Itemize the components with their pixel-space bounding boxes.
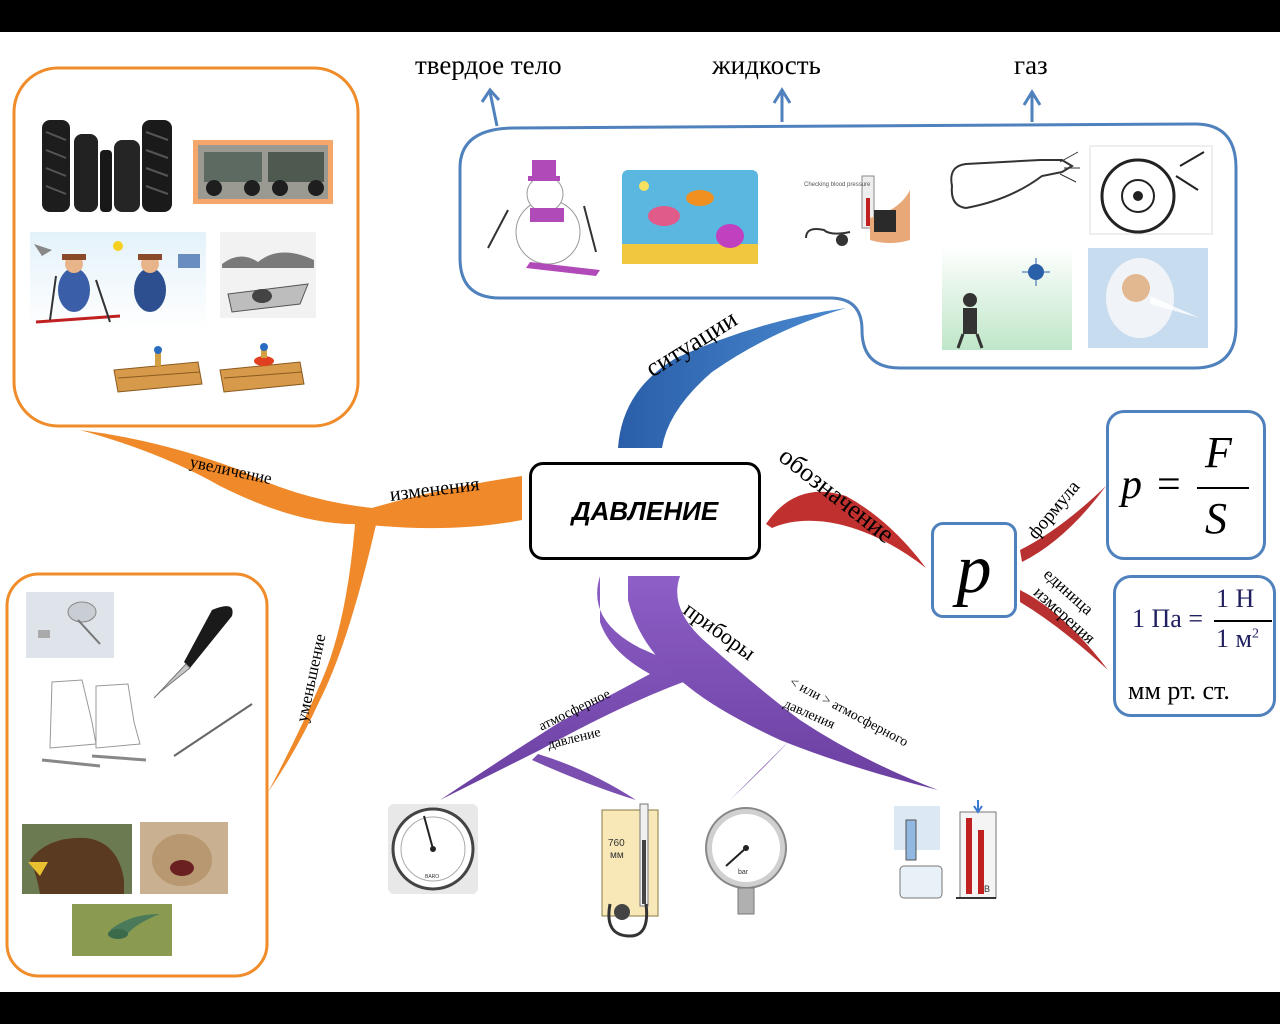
decrease-examples-frame	[5, 572, 269, 978]
tires-image	[42, 120, 172, 212]
state-gas-label: газ	[1014, 50, 1048, 80]
unit-denominator: 1 м2	[1216, 624, 1259, 654]
manometer-image: B	[894, 800, 997, 899]
hummingbird-image	[72, 904, 172, 956]
unit-alt: мм рт. ст.	[1128, 676, 1230, 705]
mercury-tube-image: 760 мм	[601, 803, 659, 938]
increase-examples-frame	[12, 66, 360, 428]
unit-denominator-base: 1 м	[1216, 624, 1252, 653]
symbol-box: p	[931, 522, 1017, 618]
knife-image	[153, 606, 233, 699]
unit-box: 1 Па = 1 Н 1 м2 мм рт. ст.	[1113, 575, 1276, 717]
tire-gauge-image	[1089, 145, 1213, 235]
barometer-image: BARO	[388, 804, 478, 894]
instruments-subbranch-gauge	[730, 730, 800, 800]
snowman-skier-image	[487, 160, 600, 276]
blood-pressure-caption: Checking blood pressure	[804, 182, 871, 188]
formula-box: p = F S	[1106, 410, 1266, 560]
pressurized-bottle-image	[950, 151, 1080, 210]
ice-rescue-image	[220, 232, 316, 318]
instruments-branch-right	[628, 576, 938, 790]
symbol-p: p	[956, 531, 992, 608]
state-solid-label: твердое тело	[415, 50, 562, 80]
bottom-black-bar	[0, 992, 1280, 1024]
formula-fraction-bar	[1197, 487, 1249, 489]
notation-branch	[766, 491, 926, 568]
skiers-image	[30, 232, 206, 330]
formula-numerator: F	[1205, 428, 1232, 477]
formula-branch	[1020, 486, 1106, 562]
blood-pressure-image: Checking blood pressure	[802, 175, 910, 256]
thumbtack-image	[26, 592, 114, 658]
tube-caption-1: 760	[608, 838, 625, 849]
central-topic-box: ДАВЛЕНИЕ	[529, 462, 761, 560]
state-liquid-label: жидкость	[712, 50, 821, 80]
trucks-image	[193, 140, 333, 204]
formula-equals: =	[1157, 462, 1181, 508]
top-black-bar	[0, 0, 1280, 32]
unit-branch	[1020, 590, 1108, 670]
formula-lhs: p	[1121, 462, 1142, 508]
state-arrows	[480, 87, 1042, 127]
gauge-unit-label: bar	[738, 869, 749, 876]
instruments-subbranch-tube	[532, 754, 636, 800]
ice-skates-image	[41, 679, 147, 768]
orange-branches	[80, 430, 522, 792]
situations-branch	[618, 308, 846, 448]
instruments-branch-main	[440, 576, 700, 800]
formula-denominator: S	[1205, 494, 1227, 543]
unit-numerator: 1 Н	[1216, 584, 1255, 613]
unit-lhs: 1 Па =	[1132, 604, 1203, 633]
atmosphere-man-image	[942, 246, 1072, 350]
lynx-image	[140, 822, 228, 894]
tube-caption-2: мм	[610, 850, 624, 861]
manometer-mark: B	[984, 884, 990, 894]
divers-image	[622, 170, 758, 264]
pressure-gauge-image: bar	[705, 807, 787, 915]
central-topic-title: ДАВЛЕНИЕ	[571, 495, 719, 526]
unit-denominator-power: 2	[1251, 626, 1259, 642]
needle-image	[173, 703, 253, 757]
wind-god-image	[1088, 248, 1208, 348]
situations-frame	[458, 122, 1238, 370]
unit-fraction-bar	[1214, 620, 1272, 622]
barometer-caption: BARO	[425, 874, 439, 880]
eagle-image	[22, 824, 132, 894]
boards-with-pins-image	[113, 343, 305, 393]
